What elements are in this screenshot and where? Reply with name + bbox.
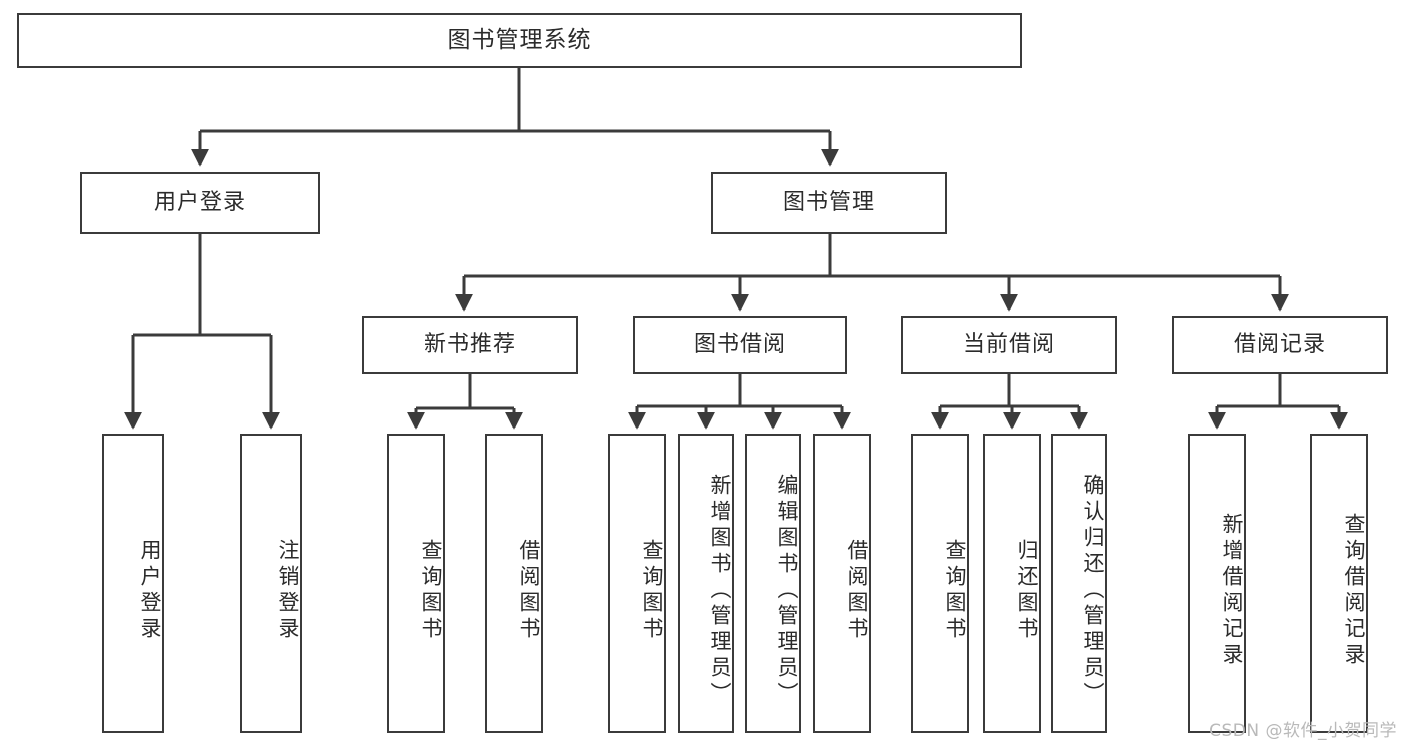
node-book-borrow-label: 图书借阅 bbox=[693, 331, 786, 357]
leaf-add-borrow-record-label: 新增借阅记录 bbox=[1220, 512, 1244, 669]
leaf-query-book-newbook-label: 查询图书 bbox=[419, 538, 443, 643]
watermark: CSDN @软件_小贺同学 bbox=[1209, 721, 1397, 741]
node-book-borrow[interactable]: 图书借阅 bbox=[633, 316, 847, 374]
leaf-add-borrow-record[interactable]: 新增借阅记录 bbox=[1188, 434, 1246, 733]
node-borrow-record[interactable]: 借阅记录 bbox=[1172, 316, 1388, 374]
leaf-query-borrow-record[interactable]: 查询借阅记录 bbox=[1310, 434, 1368, 733]
leaf-edit-book-admin[interactable]: 编辑图书（管理员） bbox=[745, 434, 801, 733]
node-root[interactable]: 图书管理系统 bbox=[17, 13, 1022, 68]
node-new-book-recommend-label: 新书推荐 bbox=[423, 331, 516, 357]
leaf-add-book-admin-label: 新增图书（管理员） bbox=[708, 473, 732, 708]
node-book-management-label: 图书管理 bbox=[782, 189, 875, 215]
leaf-return-book-label: 归还图书 bbox=[1015, 538, 1039, 643]
leaf-logout[interactable]: 注销登录 bbox=[240, 434, 302, 733]
leaf-confirm-return-admin-label: 确认归还（管理员） bbox=[1081, 473, 1105, 708]
leaf-query-book-current-label: 查询图书 bbox=[943, 538, 967, 643]
leaf-confirm-return-admin[interactable]: 确认归还（管理员） bbox=[1051, 434, 1107, 733]
node-borrow-record-label: 借阅记录 bbox=[1233, 331, 1326, 357]
node-user-login-label: 用户登录 bbox=[153, 189, 246, 215]
node-new-book-recommend[interactable]: 新书推荐 bbox=[362, 316, 578, 374]
leaf-query-book-borrow[interactable]: 查询图书 bbox=[608, 434, 666, 733]
leaf-user-login[interactable]: 用户登录 bbox=[102, 434, 164, 733]
leaf-query-book-current[interactable]: 查询图书 bbox=[911, 434, 969, 733]
leaf-query-book-borrow-label: 查询图书 bbox=[640, 538, 664, 643]
leaf-return-book[interactable]: 归还图书 bbox=[983, 434, 1041, 733]
leaf-borrow-book-newbook[interactable]: 借阅图书 bbox=[485, 434, 543, 733]
node-current-borrow[interactable]: 当前借阅 bbox=[901, 316, 1117, 374]
node-root-label: 图书管理系统 bbox=[447, 26, 592, 53]
leaf-query-borrow-record-label: 查询借阅记录 bbox=[1342, 512, 1366, 669]
leaf-query-book-newbook[interactable]: 查询图书 bbox=[387, 434, 445, 733]
node-book-management[interactable]: 图书管理 bbox=[711, 172, 947, 234]
leaf-add-book-admin[interactable]: 新增图书（管理员） bbox=[678, 434, 734, 733]
node-user-login[interactable]: 用户登录 bbox=[80, 172, 320, 234]
leaf-user-login-label: 用户登录 bbox=[138, 538, 162, 643]
leaf-edit-book-admin-label: 编辑图书（管理员） bbox=[775, 473, 799, 708]
leaf-logout-label: 注销登录 bbox=[276, 538, 300, 643]
leaf-borrow-book-label: 借阅图书 bbox=[845, 538, 869, 643]
node-current-borrow-label: 当前借阅 bbox=[962, 331, 1055, 357]
leaf-borrow-book-newbook-label: 借阅图书 bbox=[517, 538, 541, 643]
leaf-borrow-book[interactable]: 借阅图书 bbox=[813, 434, 871, 733]
